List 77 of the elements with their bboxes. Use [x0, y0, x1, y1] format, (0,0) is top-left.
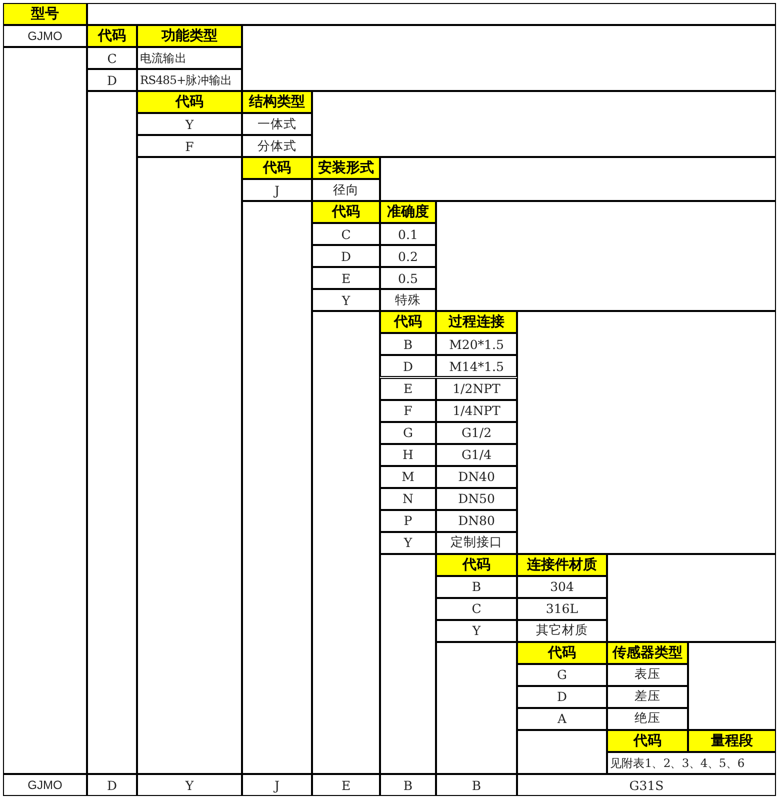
- table-cell: DN50: [436, 488, 517, 510]
- header-cell: 量程段: [688, 730, 776, 752]
- table-cell: B: [380, 333, 436, 356]
- table-cell: M20*1.5: [436, 333, 517, 356]
- table-cell: G: [517, 664, 607, 686]
- table-cell: 0.2: [380, 245, 436, 268]
- table-cell: C: [87, 47, 137, 70]
- table-cell: 差压: [607, 686, 688, 708]
- table-cell: P: [380, 510, 436, 532]
- table-cell: N: [380, 488, 436, 510]
- table-cell: DN40: [436, 466, 517, 488]
- table-cell: 分体式: [242, 135, 312, 158]
- header-cell: 型号: [3, 3, 87, 26]
- table-cell: C: [436, 598, 517, 620]
- table-cell: B: [380, 774, 436, 796]
- table-cell: M14*1.5: [436, 355, 517, 378]
- table-cell: D: [312, 245, 380, 268]
- table-cell: C: [312, 223, 380, 246]
- header-cell: 安装形式: [312, 157, 380, 180]
- table-cell: M: [380, 466, 436, 488]
- table-cell: 1/2NPT: [436, 378, 517, 400]
- table-cell: 表压: [607, 664, 688, 686]
- table-cell: D: [87, 774, 137, 796]
- table-cell: G1/4: [436, 444, 517, 466]
- table-cell: Y: [137, 113, 242, 136]
- table-cell: Y: [312, 289, 380, 312]
- table-cell: J: [242, 179, 312, 202]
- header-cell: 代码: [380, 311, 436, 334]
- table-cell: F: [137, 135, 242, 158]
- header-cell: 代码: [517, 642, 607, 664]
- table-cell: 其它材质: [517, 620, 607, 642]
- table-cell: 316L: [517, 598, 607, 620]
- table-cell: 径向: [312, 179, 380, 202]
- table-cell: GJMO: [3, 774, 87, 796]
- table-cell: J: [242, 774, 312, 796]
- table-cell: 一体式: [242, 113, 312, 136]
- table-cell: A: [517, 708, 607, 730]
- header-cell: 代码: [312, 201, 380, 224]
- table-cell: 特殊: [380, 289, 436, 312]
- table-cell: DN80: [436, 510, 517, 532]
- table-cell: E: [312, 267, 380, 290]
- table-cell: D: [380, 355, 436, 378]
- table-cell: D: [517, 686, 607, 708]
- table-cell: Y: [137, 774, 242, 796]
- table-cell: 定制接口: [436, 532, 517, 554]
- table-cell: Y: [380, 532, 436, 554]
- table-cell: H: [380, 444, 436, 466]
- header-cell: 代码: [137, 91, 242, 114]
- header-cell: 代码: [607, 730, 688, 752]
- header-cell: 过程连接: [436, 311, 517, 334]
- table-cell: Y: [436, 620, 517, 642]
- table-cell: G31S: [517, 774, 776, 796]
- header-cell: 结构类型: [242, 91, 312, 114]
- table-cell: 304: [517, 576, 607, 598]
- table-cell: 0.5: [380, 267, 436, 290]
- table-cell: B: [436, 576, 517, 598]
- table-cell: B: [436, 774, 517, 796]
- table-cell: E: [312, 774, 380, 796]
- header-cell: 传感器类型: [607, 642, 688, 664]
- table-cell: F: [380, 400, 436, 422]
- table-cell: RS485+脉冲输出: [137, 69, 242, 92]
- table-cell: 0.1: [380, 223, 436, 246]
- table-cell: GJMO: [3, 25, 87, 48]
- header-cell: 连接件材质: [517, 554, 607, 576]
- header-cell: 功能类型: [137, 25, 242, 48]
- table-cell: 电流输出: [137, 47, 242, 70]
- table-cell: D: [87, 69, 137, 92]
- header-cell: 代码: [87, 25, 137, 48]
- table-cell: G: [380, 422, 436, 444]
- header-cell: 代码: [436, 554, 517, 576]
- table-cell: 绝压: [607, 708, 688, 730]
- header-cell: 代码: [242, 157, 312, 180]
- table-cell: 1/4NPT: [436, 400, 517, 422]
- header-cell: 准确度: [380, 201, 436, 224]
- table-cell: 见附表1、2、3、4、5、6: [607, 752, 776, 774]
- table-cell: E: [380, 378, 436, 400]
- table-cell: G1/2: [436, 422, 517, 444]
